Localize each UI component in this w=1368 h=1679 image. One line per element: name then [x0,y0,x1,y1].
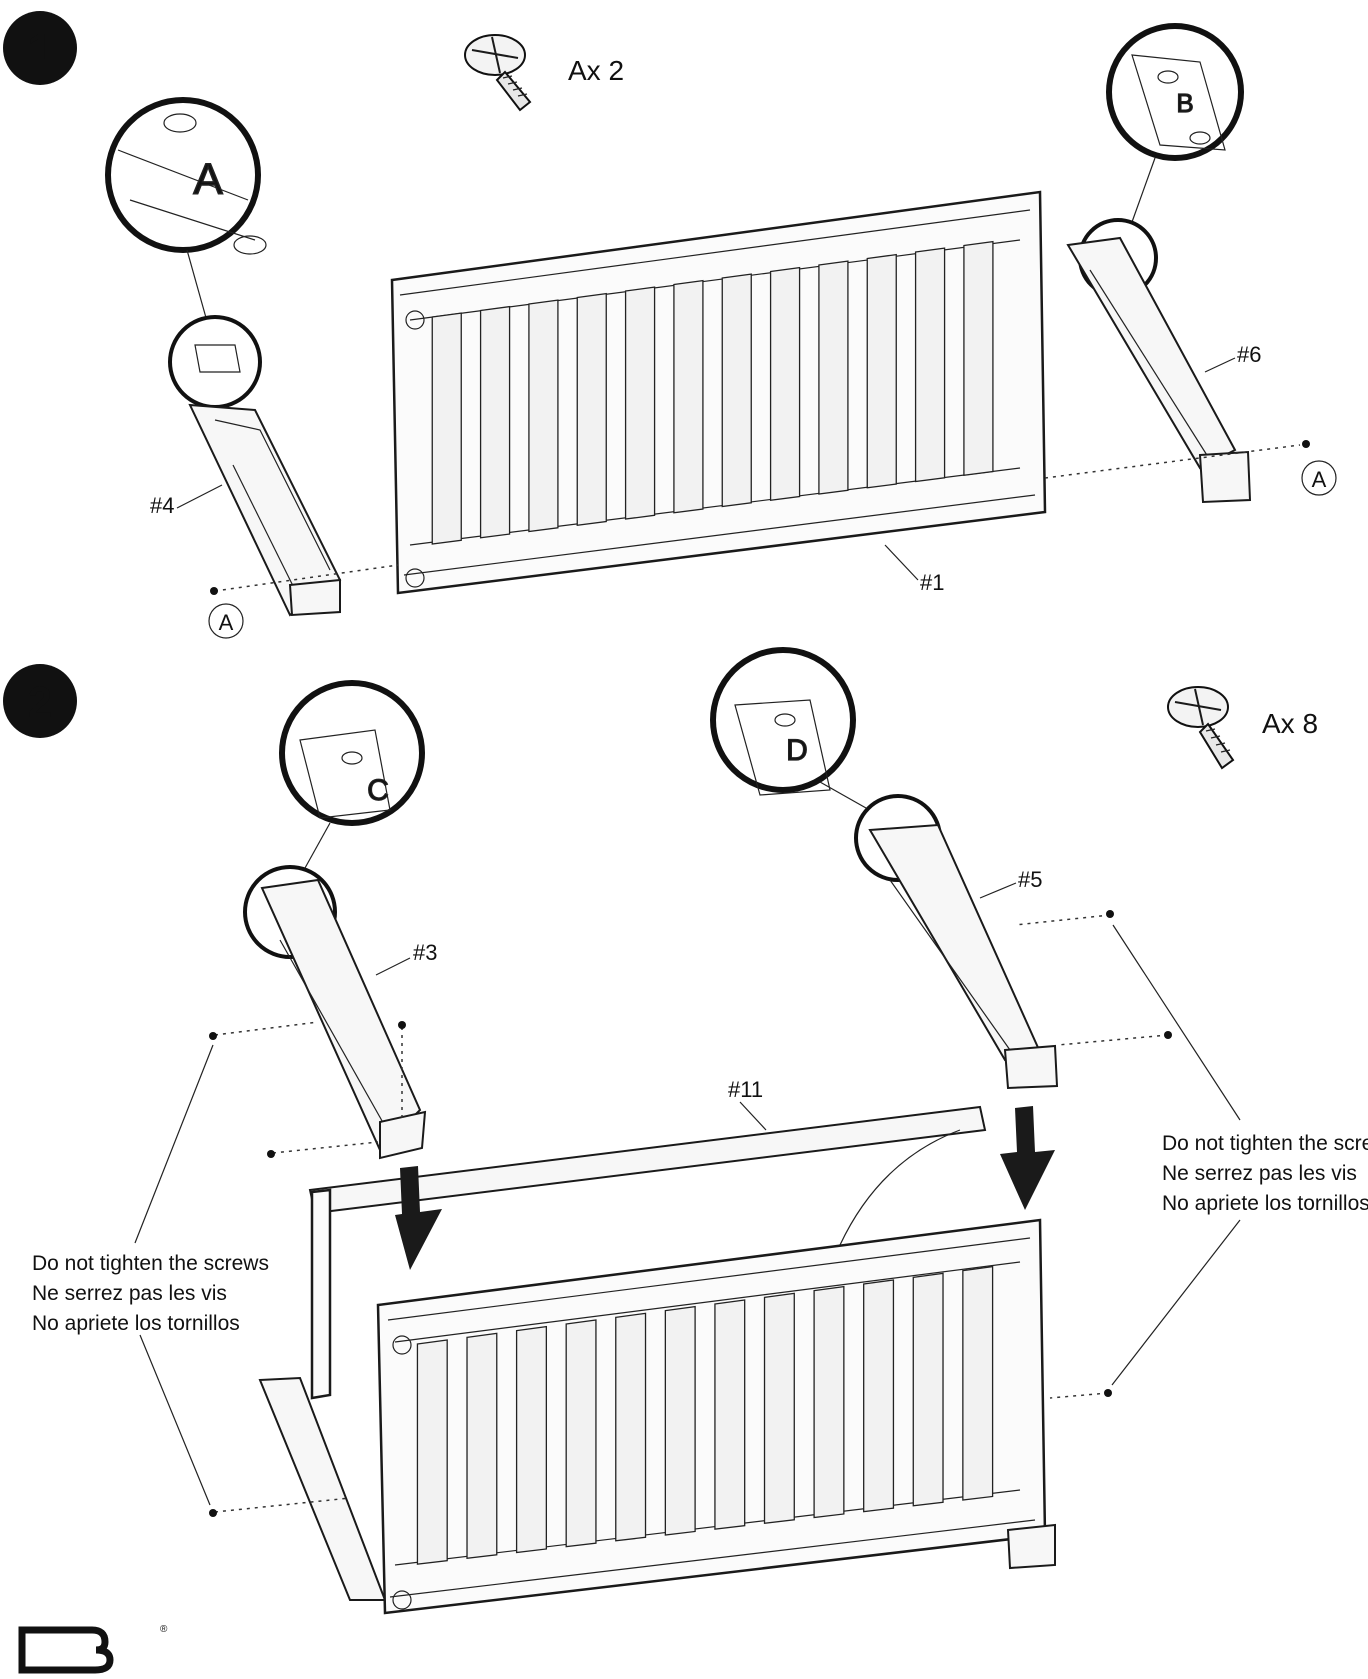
callout-marker-left: A [208,603,244,639]
panel-slat [763,1292,795,1525]
screw-icon [1167,686,1235,770]
svg-text:A: A [219,610,234,635]
side-bracket-3 [260,878,427,1160]
zoom-detail-c: C [279,680,425,826]
step-2-badge: 2 [3,664,77,738]
svg-text:No apriete los tornillos: No apriete los tornillos [32,1312,240,1335]
panel-slat [914,247,946,483]
panel-slat [673,279,704,514]
panel-slat [565,1319,597,1548]
panel-slat [515,1325,548,1554]
registered-mark: ® [160,1624,168,1635]
panel-slat [912,1272,944,1507]
front-panel-assembled [376,1218,1056,1615]
callout-marker-right: A [1301,460,1337,496]
panel-slat [813,1285,845,1519]
step-2-number: 2 [28,678,52,727]
panel-slat [963,240,994,477]
svg-text:Ne serrez pas les vis: Ne serrez pas les vis [1162,1162,1357,1185]
brand-logo: ® [18,1624,168,1674]
part-label-5: #5 [1018,867,1042,892]
step-1-number: 1 [28,25,52,74]
panel-slat [466,1332,498,1560]
panel-slat [431,312,462,545]
panel-slat [818,260,849,495]
part-label-11: #11 [728,1077,763,1102]
zoom-letter-b: B [1176,88,1193,118]
step-1-badge: 1 [3,11,77,85]
side-bracket-6 [1066,236,1252,504]
svg-text:No apriete los tornillos: No apriete los tornillos [1162,1192,1368,1215]
part-label-3: #3 [413,940,437,965]
panel-slat [721,273,752,508]
zoom-detail-d: D [710,647,856,796]
panel-slat [863,1279,895,1513]
screw-icon [464,34,532,112]
zoom-detail-a: A [105,97,267,255]
note-left: Do not tighten the screws Ne serrez pas … [32,1252,269,1335]
panel-slat [714,1299,746,1530]
arrow-down-right [1000,1106,1055,1210]
svg-text:Ne serrez pas les vis: Ne serrez pas les vis [32,1282,227,1305]
screw-count-step-1: Ax 2 [568,55,624,86]
panel-slat [664,1305,696,1536]
panel-slat [624,286,656,520]
svg-text:Do not tighten the screws: Do not tighten the screws [32,1252,269,1275]
note-right: Do not tighten the screws Ne serrez pas … [1162,1132,1368,1215]
zoom-letter-c: C [367,774,389,807]
panel-slat [615,1312,647,1542]
panel-slat [576,292,607,527]
panel-slat [962,1265,994,1501]
part-label-1: #1 [920,570,944,595]
panel-slat [479,305,511,539]
svg-text:Do not tighten the screws: Do not tighten the screws [1162,1132,1368,1155]
panel-slat [528,299,559,533]
screw-count-step-2: Ax 8 [1262,708,1318,739]
panel-slat [769,266,801,502]
front-panel-1 [390,190,1047,595]
side-bracket-4 [188,403,342,617]
zoom-letter-d: D [786,734,808,767]
panel-slat [866,253,897,489]
part-label-4: #4 [150,493,174,518]
zoom-source-a [168,315,262,409]
side-bracket-5 [868,823,1059,1090]
zoom-letter-a: A [193,155,223,204]
zoom-detail-b: B [1106,23,1244,161]
arrow-down-left [395,1166,442,1270]
part-label-6: #6 [1237,342,1261,367]
svg-text:A: A [1312,467,1327,492]
panel-slat [416,1339,448,1565]
